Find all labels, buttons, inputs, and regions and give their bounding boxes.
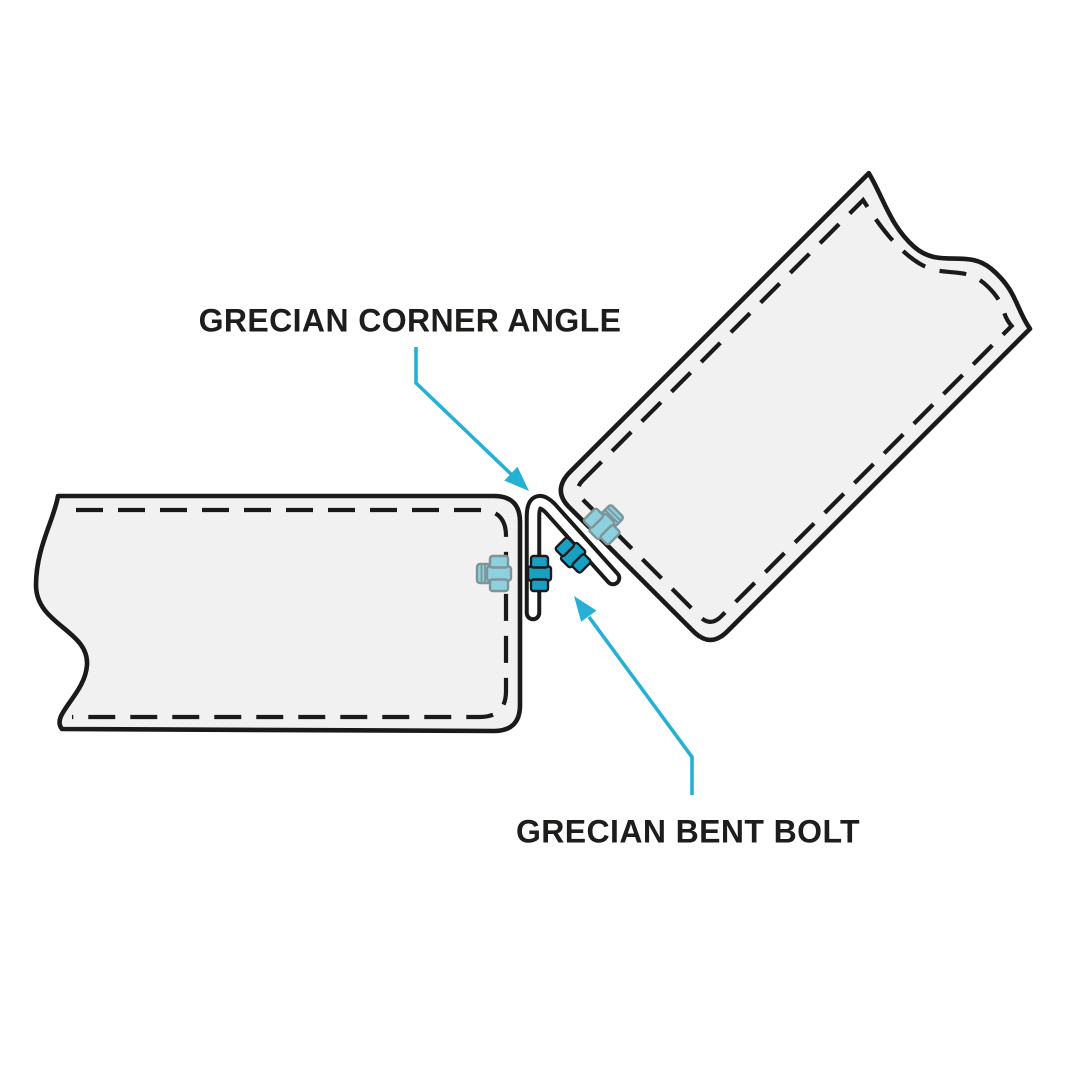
bolt-right-head-icon (582, 507, 621, 546)
bent-bolt-arrowhead-icon (574, 596, 597, 622)
corner-angle-arrowhead-icon (504, 466, 529, 491)
nut-right-icon (554, 536, 592, 574)
bent-bolt-right-set (554, 504, 625, 574)
bent-bolt-callout (574, 596, 694, 795)
corner-angle-body (528, 497, 618, 618)
panel-left-outline (33, 493, 523, 734)
panel-right-stitch-line (576, 196, 1015, 624)
grecian-corner-angle-part (524, 494, 622, 622)
panel-right (558, 170, 1033, 643)
corner-angle-label: GRECIAN CORNER ANGLE (198, 302, 622, 339)
corner-angle-callout (414, 347, 529, 491)
bent-bolt-leader-line (587, 615, 694, 795)
bent-bolt-left-set (475, 554, 553, 593)
panel-right-outline (558, 170, 1033, 643)
bolt-left-head-icon (485, 554, 513, 593)
nut-left-icon (526, 554, 553, 593)
corner-angle-leader-line (414, 347, 514, 477)
panel-left (33, 493, 523, 734)
panel-left-stitch-line (72, 507, 509, 720)
bent-bolt-label: GRECIAN BENT BOLT (516, 813, 860, 850)
